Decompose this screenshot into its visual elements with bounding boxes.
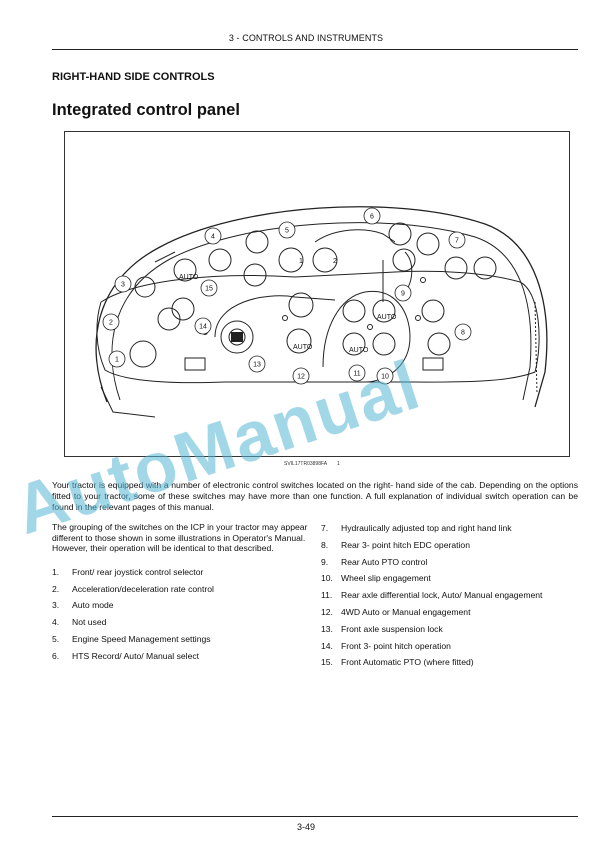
header-divider <box>52 49 578 50</box>
callout-5: 5 <box>285 228 289 235</box>
switch-label-1: 1 <box>299 258 303 265</box>
footer-divider <box>52 816 578 817</box>
callout-3: 3 <box>121 282 125 289</box>
figure-ref-code: SVIL17TR03898FA <box>284 461 328 467</box>
callout-13: 13 <box>253 362 261 369</box>
list-item: 12.4WD Auto or Manual engagement <box>321 606 471 617</box>
callout-7: 7 <box>455 238 459 245</box>
left-column: The grouping of the switches on the ICP … <box>52 522 310 668</box>
callout-14: 14 <box>199 324 207 331</box>
list-item: 6.HTS Record/ Auto/ Manual select <box>52 650 200 661</box>
page-title: Integrated control panel <box>52 101 240 119</box>
section-title: RIGHT-HAND SIDE CONTROLS <box>52 71 215 83</box>
list-item: 15.Front Automatic PTO (where fitted) <box>321 657 474 668</box>
list-item: 14.Front 3- point hitch operation <box>321 640 451 651</box>
figure-reference: SVIL17TR03898FA 1 <box>284 461 340 467</box>
list-item: 8.Rear 3- point hitch EDC operation <box>321 539 470 550</box>
auto-label-2: AUTO <box>293 344 313 351</box>
list-item: 13.Front axle suspension lock <box>321 623 443 634</box>
switch-list-left: 1.Front/ rear joystick control selector … <box>52 567 310 668</box>
running-header: 3 - CONTROLS AND INSTRUMENTS <box>228 33 384 43</box>
control-panel-illustration: AUTO AUTO AUTO AUTO 2 1 <box>95 206 548 418</box>
callout-10: 10 <box>381 374 389 381</box>
callout-9: 9 <box>401 291 405 298</box>
list-item: 2.Acceleration/deceleration rate control <box>52 583 214 594</box>
list-item: 9.Rear Auto PTO control <box>321 556 428 567</box>
list-item: 5.Engine Speed Management settings <box>52 633 211 644</box>
list-item: 3.Auto mode <box>52 600 114 611</box>
callout-8: 8 <box>461 330 465 337</box>
page-number: 3-49 <box>296 822 315 832</box>
auto-label-4: AUTO <box>377 314 397 321</box>
list-item: 10.Wheel slip engagement <box>321 573 431 584</box>
callout-2: 2 <box>109 320 113 327</box>
callout-15: 15 <box>205 286 213 293</box>
callout-4: 4 <box>211 234 215 241</box>
switch-list-right: 7.Hydraulically adjusted top and right h… <box>321 523 583 674</box>
list-item: 11.Rear axle differential lock, Auto/ Ma… <box>321 590 543 601</box>
callout-12: 12 <box>297 374 305 381</box>
list-item: 4.Not used <box>52 617 107 628</box>
callout-6: 6 <box>370 214 374 221</box>
note-paragraph: The grouping of the switches on the ICP … <box>52 522 308 554</box>
control-panel-figure: AUTO AUTO AUTO AUTO 2 1 <box>64 131 570 457</box>
auto-label-3: AUTO <box>349 347 369 354</box>
callout-1: 1 <box>115 357 119 364</box>
callout-11: 11 <box>353 371 360 378</box>
auto-label-1: AUTO <box>179 274 199 281</box>
list-item: 1.Front/ rear joystick control selector <box>52 566 204 577</box>
list-item: 7.Hydraulically adjusted top and right h… <box>321 523 512 533</box>
figure-callouts: 1 2 3 4 5 6 7 8 9 10 11 12 13 14 15 <box>102 207 472 385</box>
figure-ref-number: 1 <box>337 461 340 467</box>
intro-paragraph: Your tractor is equipped with a number o… <box>52 480 578 512</box>
switch-label-2: 2 <box>333 258 337 265</box>
